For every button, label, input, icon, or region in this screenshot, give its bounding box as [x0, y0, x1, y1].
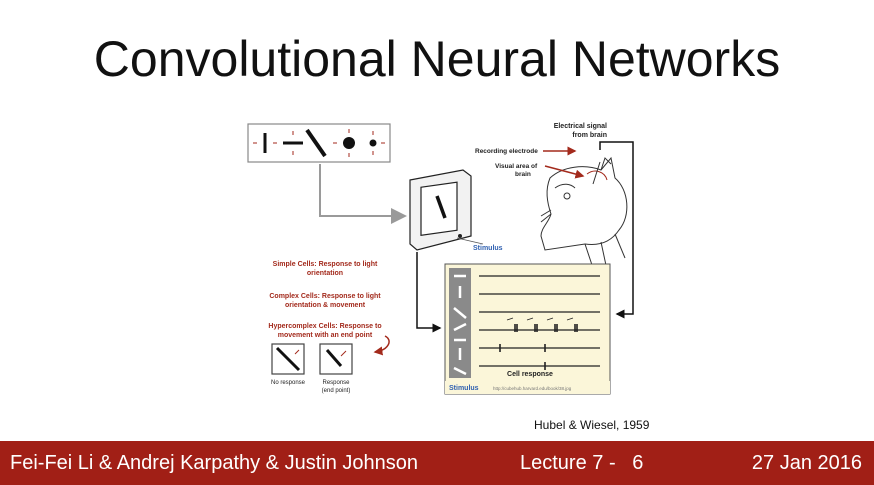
source-url: http://cubehub.harvard.edu/book/38.jpg — [493, 386, 572, 391]
citation: Hubel & Wiesel, 1959 — [534, 418, 650, 432]
response-label-2: (end point) — [322, 388, 351, 394]
electrical-signal-label-1: Electrical signal — [554, 123, 607, 130]
stimulus-monitor — [409, 169, 472, 251]
simple-cells-label-2: orientation — [307, 270, 343, 277]
footer-authors: Fei-Fei Li & Andrej Karpathy & Justin Jo… — [10, 452, 418, 474]
complex-cells-label-1: Complex Cells: Response to light — [269, 293, 381, 300]
footer-lecture: Lecture 7 - 6 — [520, 452, 644, 474]
visual-area-label-2: brain — [515, 171, 531, 178]
slide-title: Convolutional Neural Networks — [93, 31, 781, 87]
cell-response-label: Cell response — [507, 371, 553, 378]
stimulus-panel-label: Stimulus — [449, 385, 479, 392]
recording-electrode-label: Recording electrode — [475, 148, 538, 155]
no-response-box — [271, 343, 305, 375]
complex-cells-label-2: orientation & movement — [285, 302, 366, 309]
response-box — [319, 343, 353, 375]
cat-illustration — [540, 156, 628, 271]
visual-area-label-1: Visual area of — [495, 163, 538, 170]
simple-cells-label-1: Simple Cells: Response to light — [273, 261, 378, 268]
hypercomplex-cells-label-1: Hypercomplex Cells: Response to — [268, 323, 381, 330]
stimulus-orientation-strip — [247, 123, 391, 163]
electrical-signal-label-2: from brain — [572, 132, 607, 139]
stimulus-monitor-label: Stimulus — [473, 245, 503, 252]
no-response-label: No response — [271, 380, 306, 386]
footer-date: 27 Jan 2016 — [751, 452, 862, 474]
response-label-1: Response — [322, 380, 350, 386]
hubel-wiesel-figure: Stimulus Electrical signal from brain Re… — [247, 123, 634, 395]
cell-response-panel: Cell response Stimulus http://cubehub.ha… — [444, 263, 611, 395]
footer-bar: Fei-Fei Li & Andrej Karpathy & Justin Jo… — [0, 441, 874, 485]
hypercomplex-cells-label-2: movement with an end point — [278, 332, 373, 339]
